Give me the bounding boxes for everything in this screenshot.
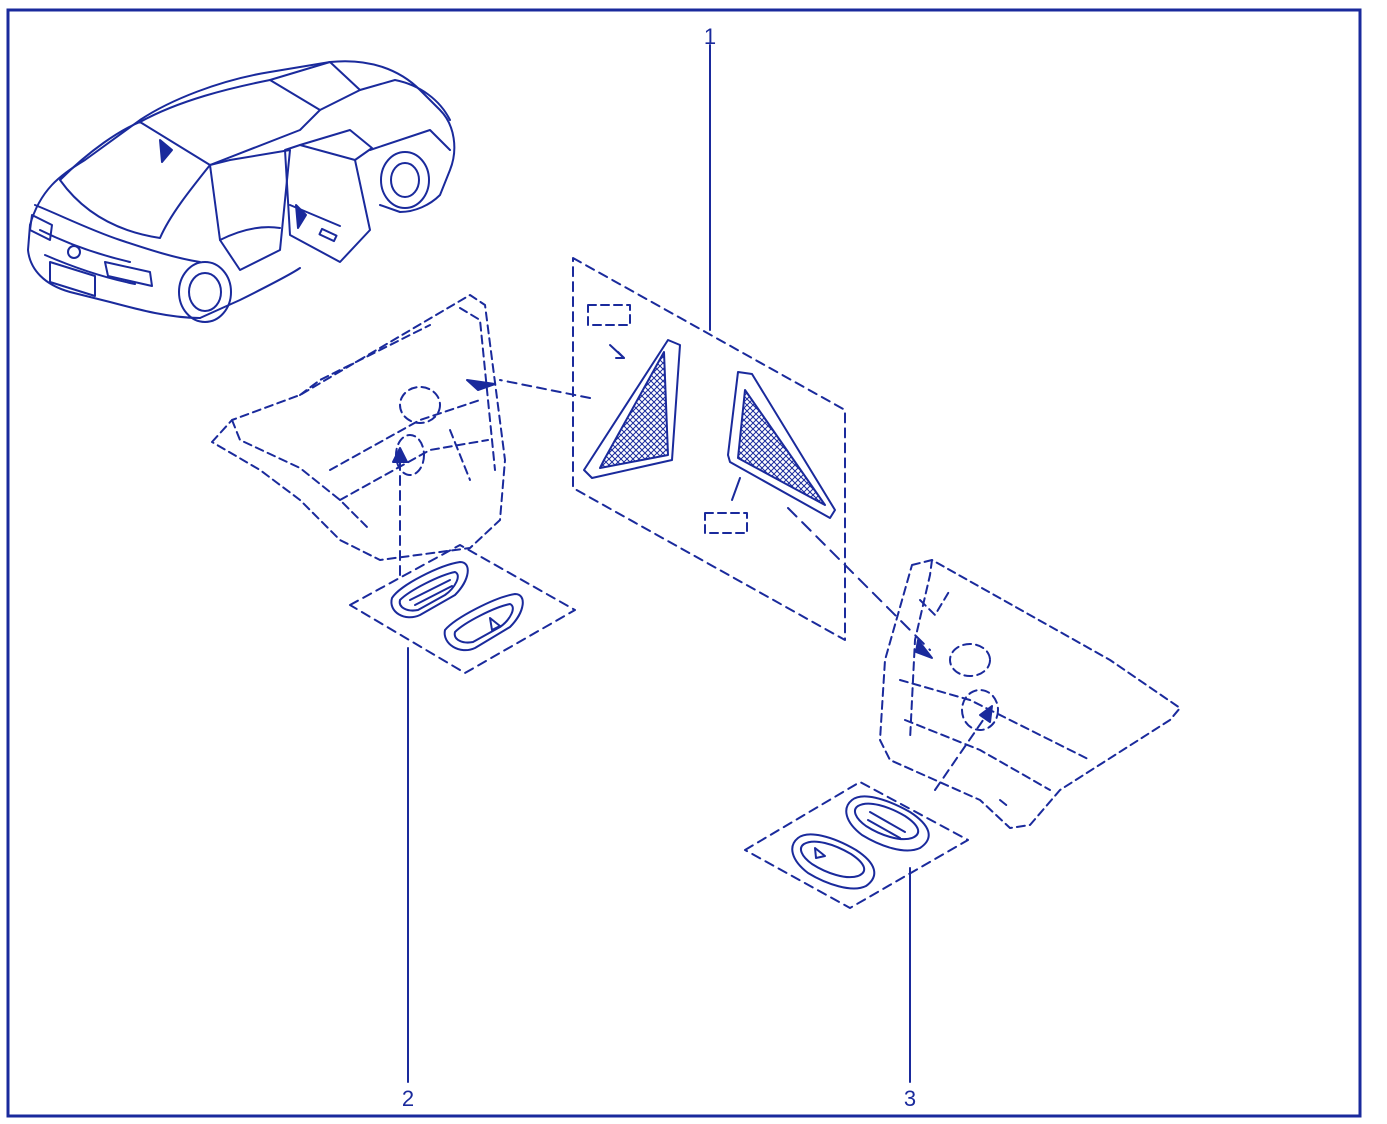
diagram-frame	[6, 8, 1362, 1118]
callout-label-3: 3	[904, 1086, 916, 1111]
part-3-handle-bezels	[744, 781, 969, 909]
vehicle-icon	[27, 60, 456, 323]
left-door-panel	[211, 294, 506, 561]
part-2-handle-bezels	[349, 544, 576, 674]
callout-label-1: 1	[704, 24, 716, 49]
callout-label-2: 2	[402, 1086, 414, 1111]
part-1-speaker-grilles	[499, 257, 931, 651]
right-door-panel	[879, 559, 1181, 829]
